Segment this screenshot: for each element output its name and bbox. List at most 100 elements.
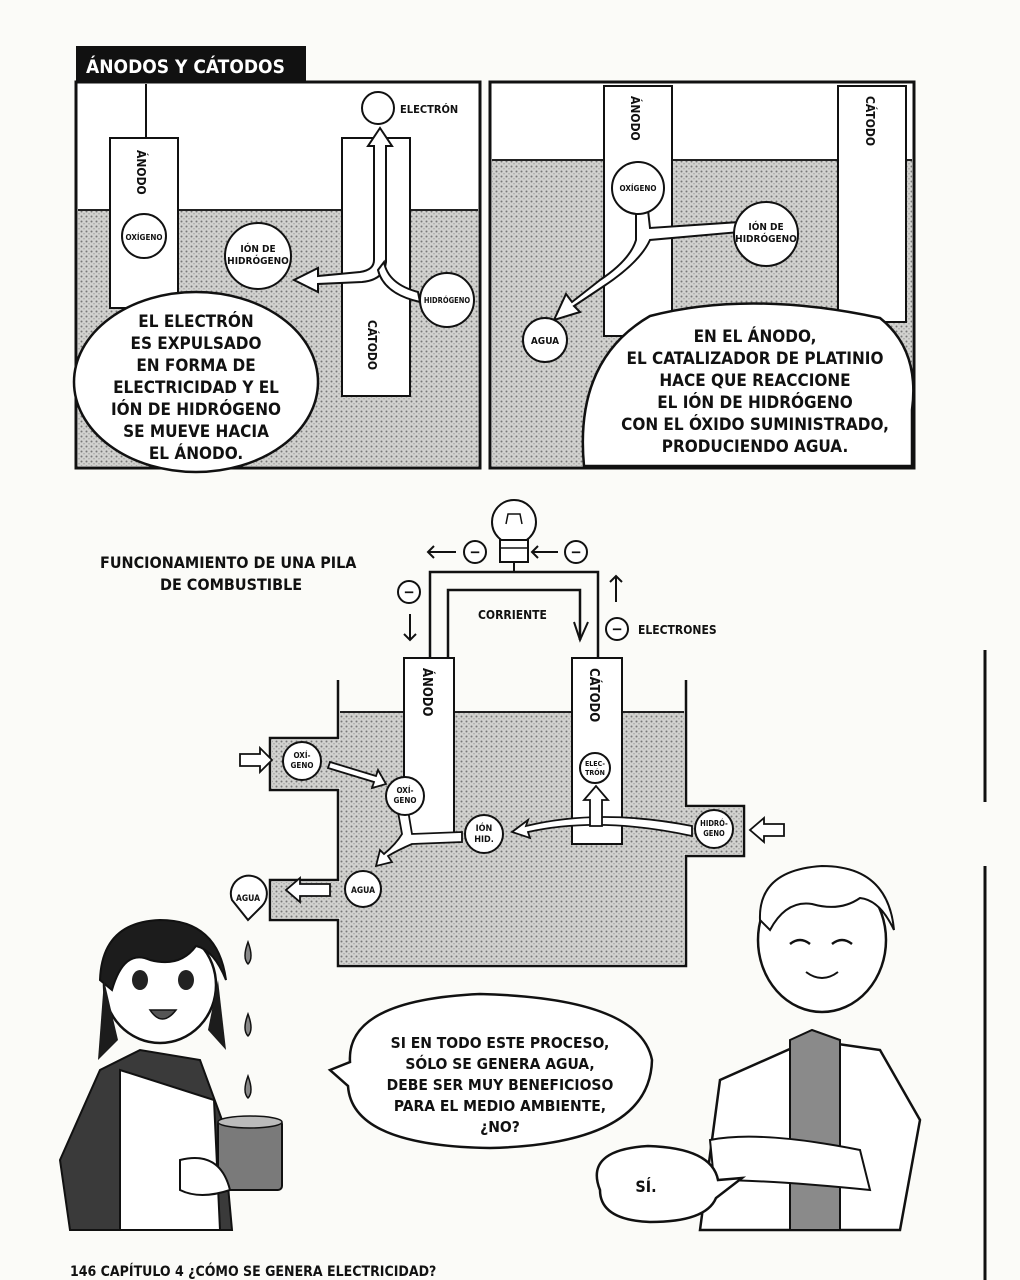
electron-label: ELECTRÓN (400, 103, 458, 116)
caption-text: EL ELECTRÓN ES EXPULSADO EN FORMA DE ELE… (111, 310, 281, 464)
hydrogen-ion-line2: HIDRÓGENO (735, 232, 797, 245)
caption-line: ELECTRICIDAD Y EL (113, 378, 279, 398)
caption-line: ES EXPULSADO (131, 334, 262, 354)
anode-label: ÁNODO (419, 668, 435, 716)
glass-of-water (217, 1119, 283, 1191)
current-label: CORRIENTE (478, 608, 547, 622)
hydrogen-ion-line1: IÓN DE (240, 242, 275, 255)
cathode-electrode (837, 85, 907, 323)
caption-line: EL CATALIZADOR DE PLATINIO (627, 349, 884, 369)
caption-line: EL ÁNODO. (149, 442, 243, 464)
fuel-cell-diagram: FUNCIONAMIENTO DE UNA PILA DE COMBUSTIBL… (100, 499, 785, 968)
caption-line: EL ELECTRÓN (138, 310, 253, 332)
caption-text: EN EL ÁNODO, EL CATALIZADOR DE PLATINIO … (621, 325, 889, 457)
hydrogen-ion-circle (733, 201, 799, 267)
oxygen-label: OXÍGENO (125, 231, 162, 242)
minus-sign: − (403, 583, 414, 601)
oxygen-label: OXÍGENO (619, 182, 656, 193)
tank-electrolyte (272, 712, 742, 964)
water-out-label: AGUA (236, 894, 260, 904)
hydrogen-in-line2: GENO (703, 829, 725, 838)
arrow-left-icon (530, 545, 558, 559)
hydrogen-label: HIDRÓGENO (424, 296, 470, 305)
oxygen-anode-line2: GENO (394, 796, 417, 805)
hydrogen-ion-circle (224, 222, 292, 290)
merge-arrow (552, 209, 741, 322)
oxygen-in-line2: GENO (291, 761, 314, 770)
girl-speech-line: DEBE SER MUY BENEFICIOSO (387, 1076, 614, 1094)
hydrogen-in-line1: HIDRÓ- (700, 819, 728, 828)
oxygen-anode-circle (385, 776, 425, 816)
hydrogen-ion-circle (464, 814, 504, 854)
water-label: AGUA (531, 336, 559, 347)
girl-speech-line: SÓLO SE GENERA AGUA, (405, 1054, 594, 1073)
minus-sign: − (570, 543, 581, 561)
caption-bubble (72, 290, 320, 474)
girl-speech-line: SI EN TODO ESTE PROCESO, (391, 1034, 610, 1052)
girl-speech-bubble: SI EN TODO ESTE PROCESO, SÓLO SE GENERA … (327, 992, 654, 1150)
water-drop-bubble (229, 874, 268, 922)
oxygen-in-line1: OXÍ- (293, 749, 310, 760)
minus-icon (564, 540, 588, 564)
current-arrowhead (573, 621, 589, 643)
arrow-down-icon (403, 614, 417, 642)
girl-speech-line: ¿NO? (480, 1118, 520, 1136)
caption-line: HACE QUE REACCIONE (659, 371, 850, 391)
minus-sign: − (469, 543, 480, 561)
hydrogen-circle (419, 272, 475, 328)
girl-character (58, 918, 283, 1231)
man-speech-bubble: SÍ. (595, 1144, 747, 1224)
water-inner-label: AGUA (351, 886, 375, 896)
cathode-label: CÁTODO (365, 320, 380, 370)
electron-line1: ELEC- (585, 760, 605, 768)
electron-circle (579, 752, 611, 784)
lightbulb-icon (491, 499, 537, 572)
water-inner-circle (344, 870, 382, 908)
water-circle (522, 317, 568, 363)
molecules: OXÍ- GENO OXÍ- GENO ELEC- TRÓN IÓN HID. … (229, 741, 734, 922)
water-drops (244, 939, 252, 1100)
hydrogen-in-circle (694, 809, 734, 849)
hydrogen-inflow-arrow (748, 816, 785, 844)
man-character (698, 864, 922, 1232)
minus-icon (397, 580, 421, 604)
panel-header: ÁNODOS Y CÁTODOS (86, 55, 285, 78)
cathode-label: CÁTODO (586, 668, 602, 722)
caption-line: PRODUCIENDO AGUA. (662, 437, 849, 457)
oxygen-circle (611, 161, 665, 215)
hydrogen-ion-line2: HID. (474, 835, 494, 845)
minus-icon (605, 617, 629, 641)
oxygen-inflow-arrow (239, 745, 274, 775)
electron-line2: TRÓN (585, 768, 605, 777)
panel-top-left: ÁNODOS Y CÁTODOS ÁNODO OXÍGENO CÁTODO EL… (72, 46, 482, 474)
electrons-label: ELECTRONES (638, 623, 717, 637)
caption-line: CON EL ÓXIDO SUMINISTRADO, (621, 413, 889, 435)
arrow-up-icon (609, 574, 623, 602)
caption-line: IÓN DE HIDRÓGENO (111, 398, 281, 420)
caption-line: EN FORMA DE (136, 356, 255, 376)
electron-up-arrow (582, 784, 610, 827)
diagram-title-line1: FUNCIONAMIENTO DE UNA PILA (100, 553, 357, 572)
girl-speech-line: PARA EL MEDIO AMBIENTE, (394, 1097, 606, 1115)
electron-flow-markers: − − − − (397, 540, 629, 642)
caption-line: EN EL ÁNODO, (694, 325, 817, 347)
caption-bubble (581, 302, 915, 468)
anode-label: ÁNODO (628, 96, 643, 141)
minus-icon (463, 540, 487, 564)
arrow-left-icon (426, 545, 456, 559)
oxygen-in-circle (282, 741, 322, 781)
oxygen-circle (121, 213, 167, 259)
diagram-title-line2: DE COMBUSTIBLE (160, 575, 302, 594)
oxygen-anode-line1: OXÍ- (396, 784, 413, 795)
hydrogen-ion-line2: HIDRÓGENO (227, 254, 289, 267)
hydrogen-ion-line1: IÓN (476, 822, 493, 834)
merge-arrow (374, 808, 463, 868)
hydrogen-ion-line1: IÓN DE (748, 220, 783, 233)
minus-sign: − (611, 620, 622, 638)
cathode-label: CÁTODO (863, 96, 878, 146)
caption-line: SE MUEVE HACIA (123, 422, 269, 442)
water-outflow-arrow (284, 876, 331, 904)
man-speech-text: SÍ. (635, 1177, 656, 1196)
